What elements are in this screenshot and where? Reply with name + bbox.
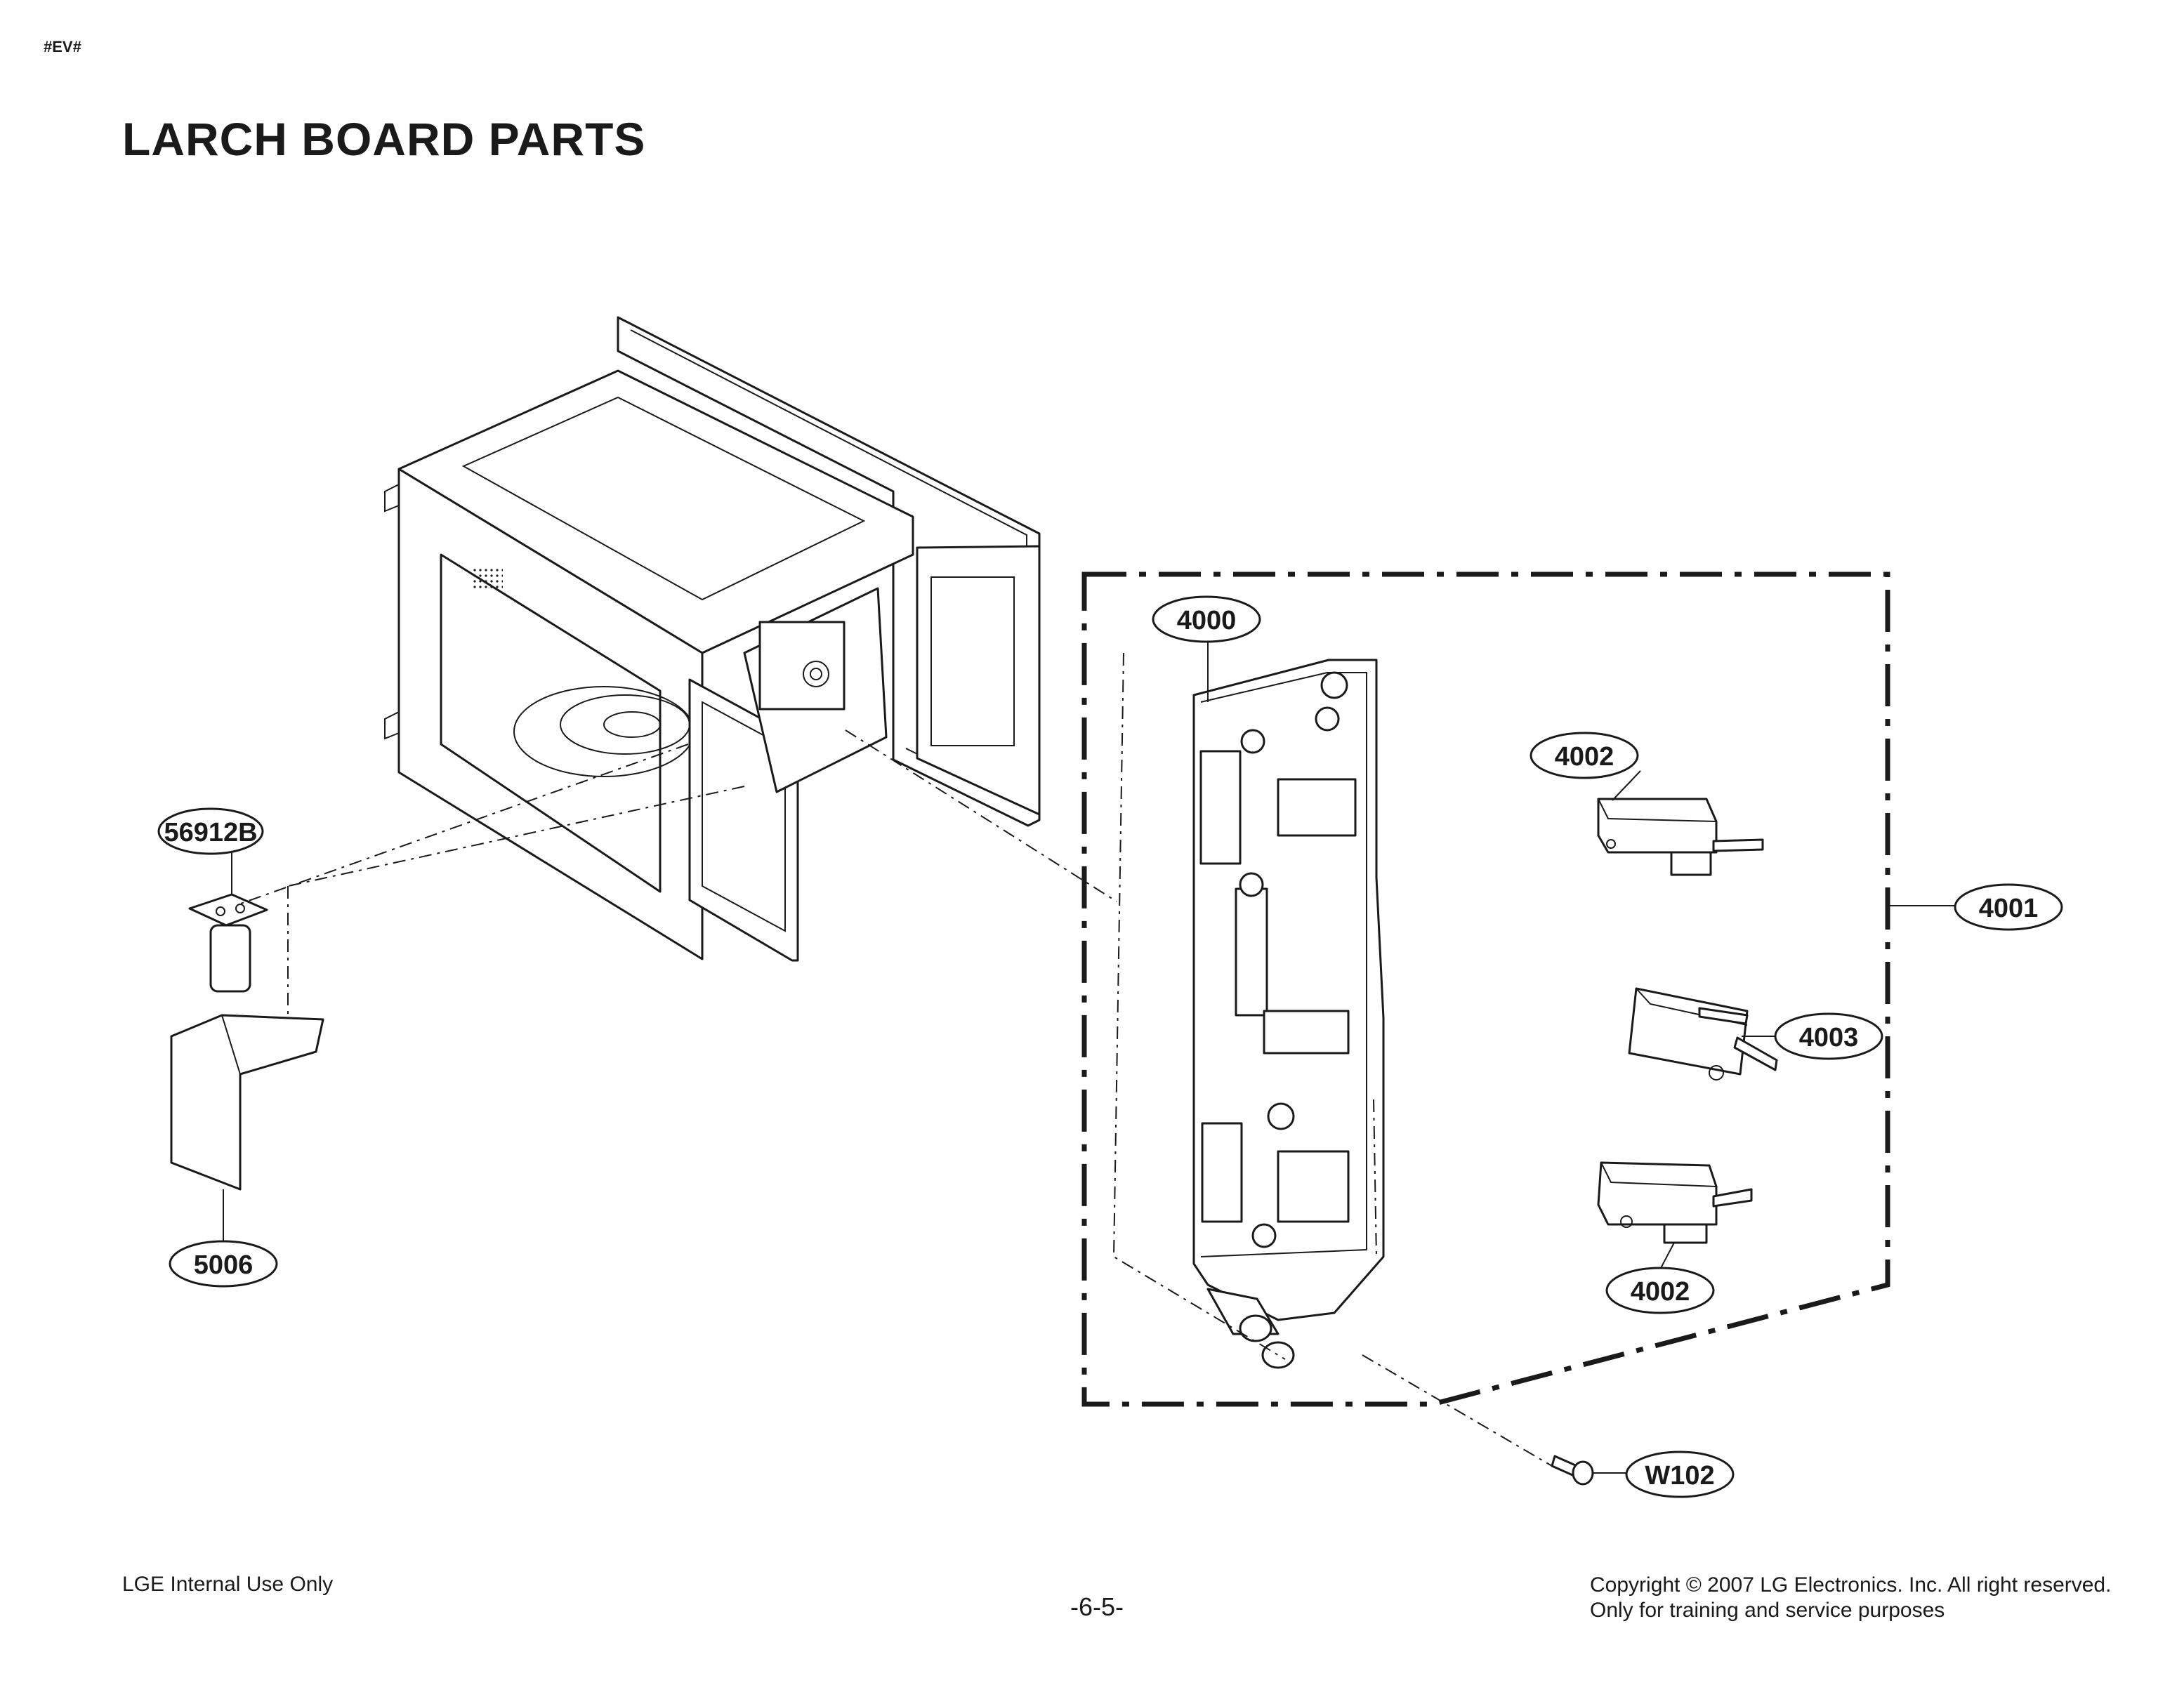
latch-board-drawing <box>1192 659 1385 1369</box>
callout-4003: 4003 <box>1774 1012 1883 1060</box>
callout-56912B: 56912B <box>157 807 264 855</box>
microwave-cavity-drawing <box>384 316 1041 962</box>
callout-4002-top: 4002 <box>1530 732 1639 779</box>
assembly-boundary <box>1081 571 1890 1407</box>
callout-4002-bottom: 4002 <box>1605 1267 1715 1314</box>
switch-4002-bottom-drawing <box>1597 1161 1753 1244</box>
callout-4001-label: 4001 <box>1979 894 2039 923</box>
sensor-56912B-drawing <box>188 893 268 993</box>
callout-4002-bottom-label: 4002 <box>1631 1277 1690 1307</box>
footer-copyright-block: Copyright © 2007 LG Electronics. Inc. Al… <box>1590 1573 2111 1623</box>
screw-W102-drawing <box>1551 1455 1594 1486</box>
guide-lines <box>238 652 1553 1467</box>
switch-4003-drawing <box>1628 987 1778 1081</box>
bracket-5006-drawing <box>170 1014 324 1191</box>
page-title: LARCH BOARD PARTS <box>122 113 646 165</box>
callout-5006: 5006 <box>169 1240 278 1288</box>
page-number: -6-5- <box>1070 1592 1124 1621</box>
footer-internal-use: LGE Internal Use Only <box>122 1573 334 1596</box>
switch-4002-top-drawing <box>1597 798 1764 876</box>
callout-4001: 4001 <box>1954 883 2063 931</box>
leader-lines <box>223 642 1961 1474</box>
callout-W102-label: W102 <box>1645 1461 1714 1491</box>
footer-purpose: Only for training and service purposes <box>1590 1599 1945 1622</box>
callout-4000-label: 4000 <box>1177 606 1237 635</box>
callout-4000: 4000 <box>1152 595 1261 643</box>
callout-W102: W102 <box>1625 1451 1735 1498</box>
header-tag: #EV# <box>44 38 81 55</box>
callout-5006-label: 5006 <box>194 1250 254 1280</box>
callout-4002-top-label: 4002 <box>1555 742 1614 772</box>
footer-copyright: Copyright © 2007 LG Electronics. Inc. Al… <box>1590 1573 2112 1597</box>
callout-4003-label: 4003 <box>1799 1023 1859 1052</box>
callout-56912B-label: 56912B <box>164 818 257 847</box>
